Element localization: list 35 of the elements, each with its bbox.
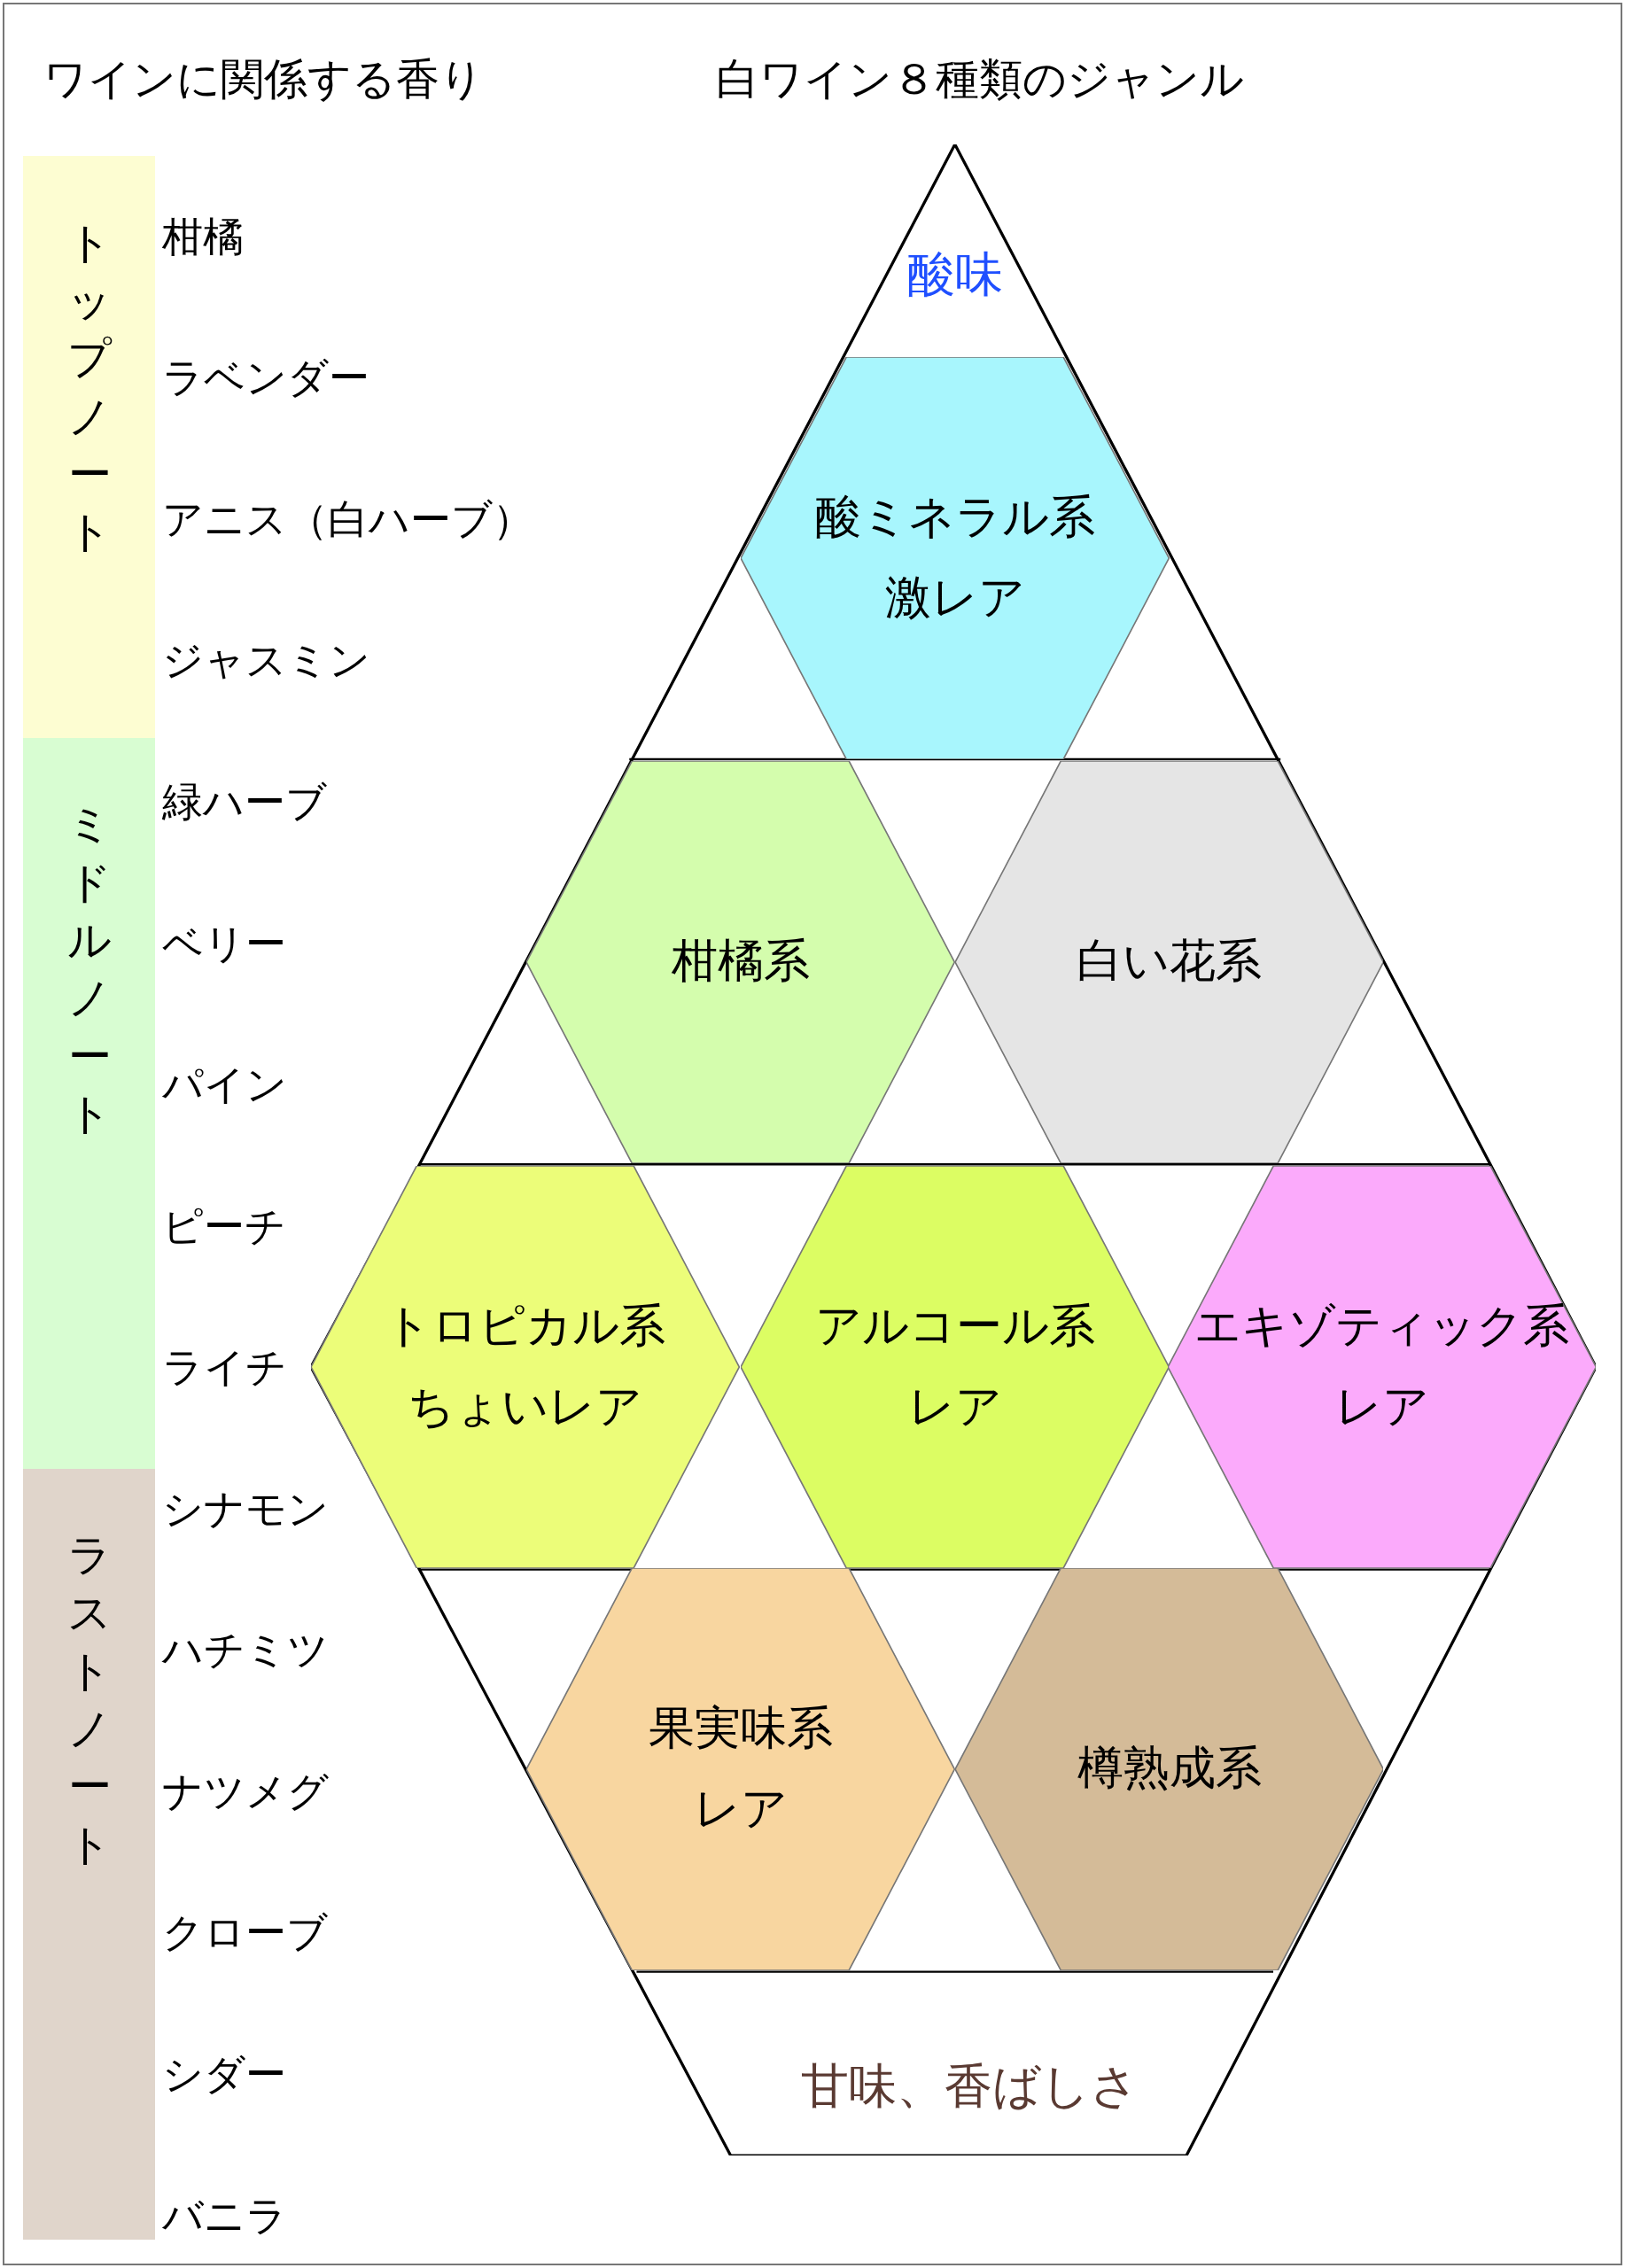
taste-label: 甘味、香ばしさ [799,2057,1139,2117]
aroma-label: シナモン [161,1484,329,1534]
rarity-label: レア [1333,1378,1430,1435]
rarity-label: 激レア [883,569,1026,626]
genre-label: トロピカル系 [384,1296,667,1354]
aroma-label: ピーチ [161,1201,286,1252]
genre-label: 柑橘系 [671,932,812,990]
rarity-label: レア [693,1780,789,1837]
genre-label: アルコール系 [813,1296,1096,1354]
genre-label: 酸ミネラル系 [813,487,1096,545]
rarity-label: ちょいレア [407,1378,644,1435]
aroma-label: ベリー [161,919,286,969]
aroma-label: バニラ [161,2191,287,2241]
heading: ワインに関係する香り [43,53,484,107]
aroma-label: ライチ [161,1343,287,1394]
band-label: ラストノート [66,1528,113,1872]
aroma-label: パイン [161,1060,287,1111]
aroma-label: クローブ [161,1908,328,1959]
genre-label: 果実味系 [648,1698,835,1756]
genre-label: 白い花系 [1076,932,1263,990]
aroma-label: 柑橘 [161,212,244,262]
aroma-label: ナツメグ [161,1767,329,1817]
aroma-label: シダー [161,2050,286,2100]
aroma-label: 緑ハーブ [161,778,327,827]
band-label: ミドルノート [66,798,113,1141]
aroma-label: ジャスミン [161,636,370,687]
genre-label: 樽熟成系 [1076,1739,1263,1797]
band-label: トップノート [66,216,113,560]
heading: 白ワイン８種類のジャンル [716,53,1245,107]
genre-label: エキゾティック系 [1193,1296,1571,1354]
aroma-label: アニス（白ハーブ） [161,494,533,545]
taste-label: 酸味 [906,245,1004,305]
aroma-label: ハチミツ [161,1626,329,1676]
aroma-label: ラベンダー [161,353,369,404]
rarity-label: レア [906,1378,1003,1435]
